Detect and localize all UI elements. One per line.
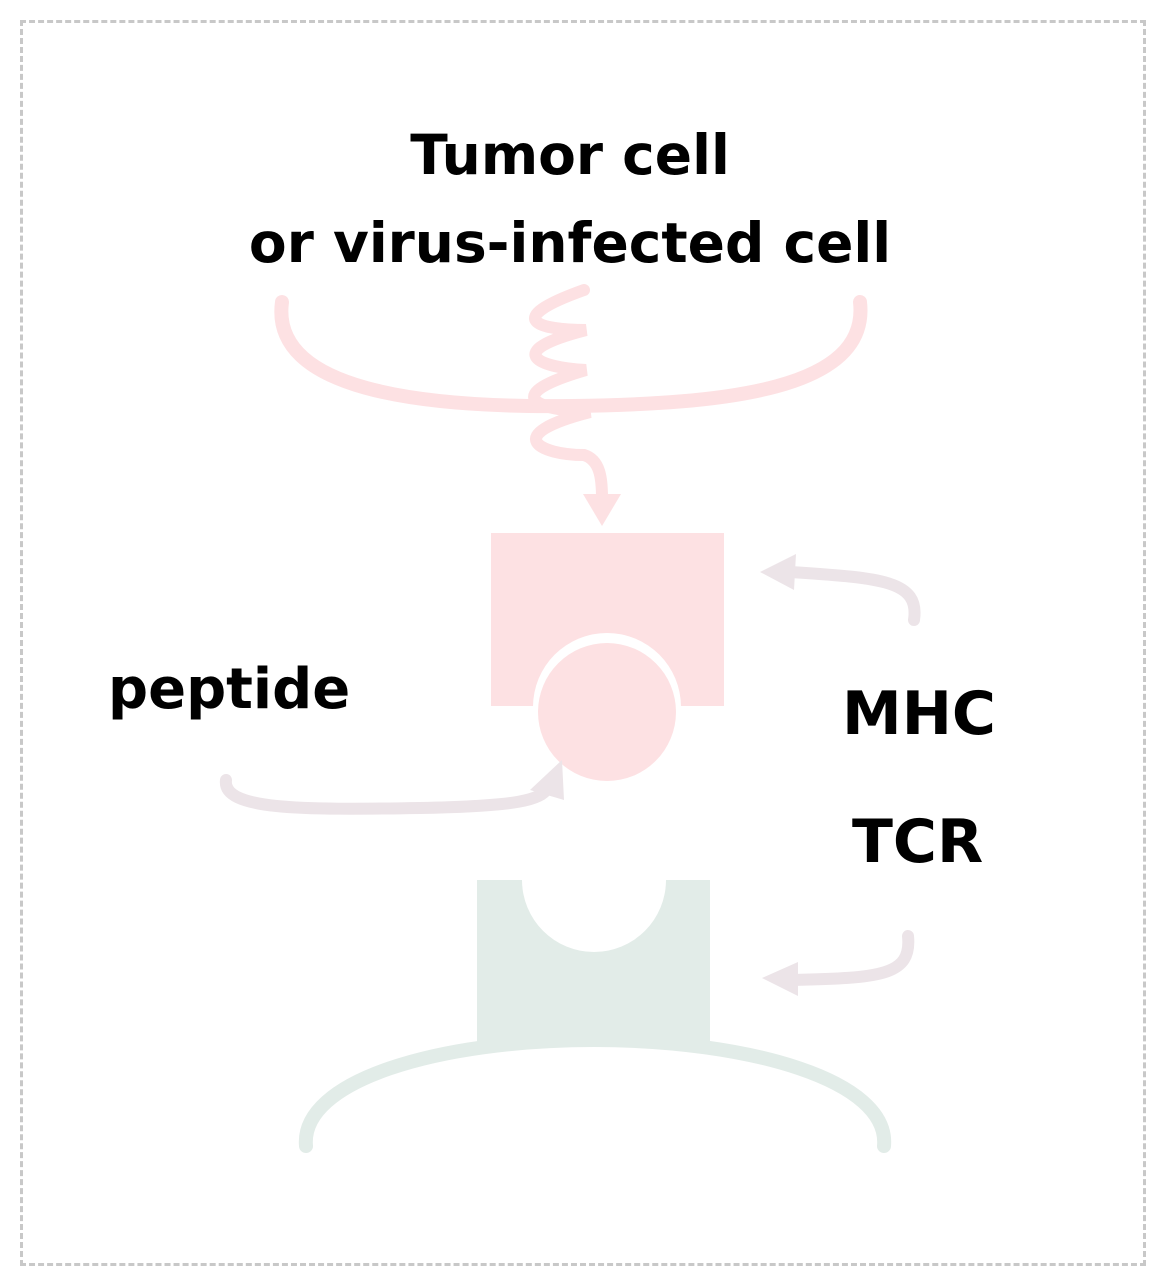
mhc-label: MHC (842, 679, 996, 749)
tcr-pointer-arrow (786, 930, 915, 986)
diagram-title-line1: Tumor cell (410, 123, 730, 187)
tcr-label: TCR (852, 807, 984, 877)
antigen-processing-squiggle (528, 284, 608, 504)
mhc-arrowhead (760, 554, 796, 590)
t-cell-membrane (298, 1032, 892, 1153)
diagram-title-line2: or virus-infected cell (248, 211, 892, 275)
diagram-frame (20, 20, 1146, 1266)
squiggle-arrowhead (583, 494, 621, 526)
peptide-arrowhead (530, 760, 564, 800)
peptide-pointer-arrow (219, 774, 554, 815)
tcr-arrowhead (762, 962, 798, 996)
peptide-label: peptide (108, 657, 351, 722)
peptide-circle (538, 643, 676, 781)
tumor-cell-membrane (274, 295, 868, 414)
tcr-block (477, 880, 710, 1046)
mhc-pointer-arrow (784, 566, 921, 626)
